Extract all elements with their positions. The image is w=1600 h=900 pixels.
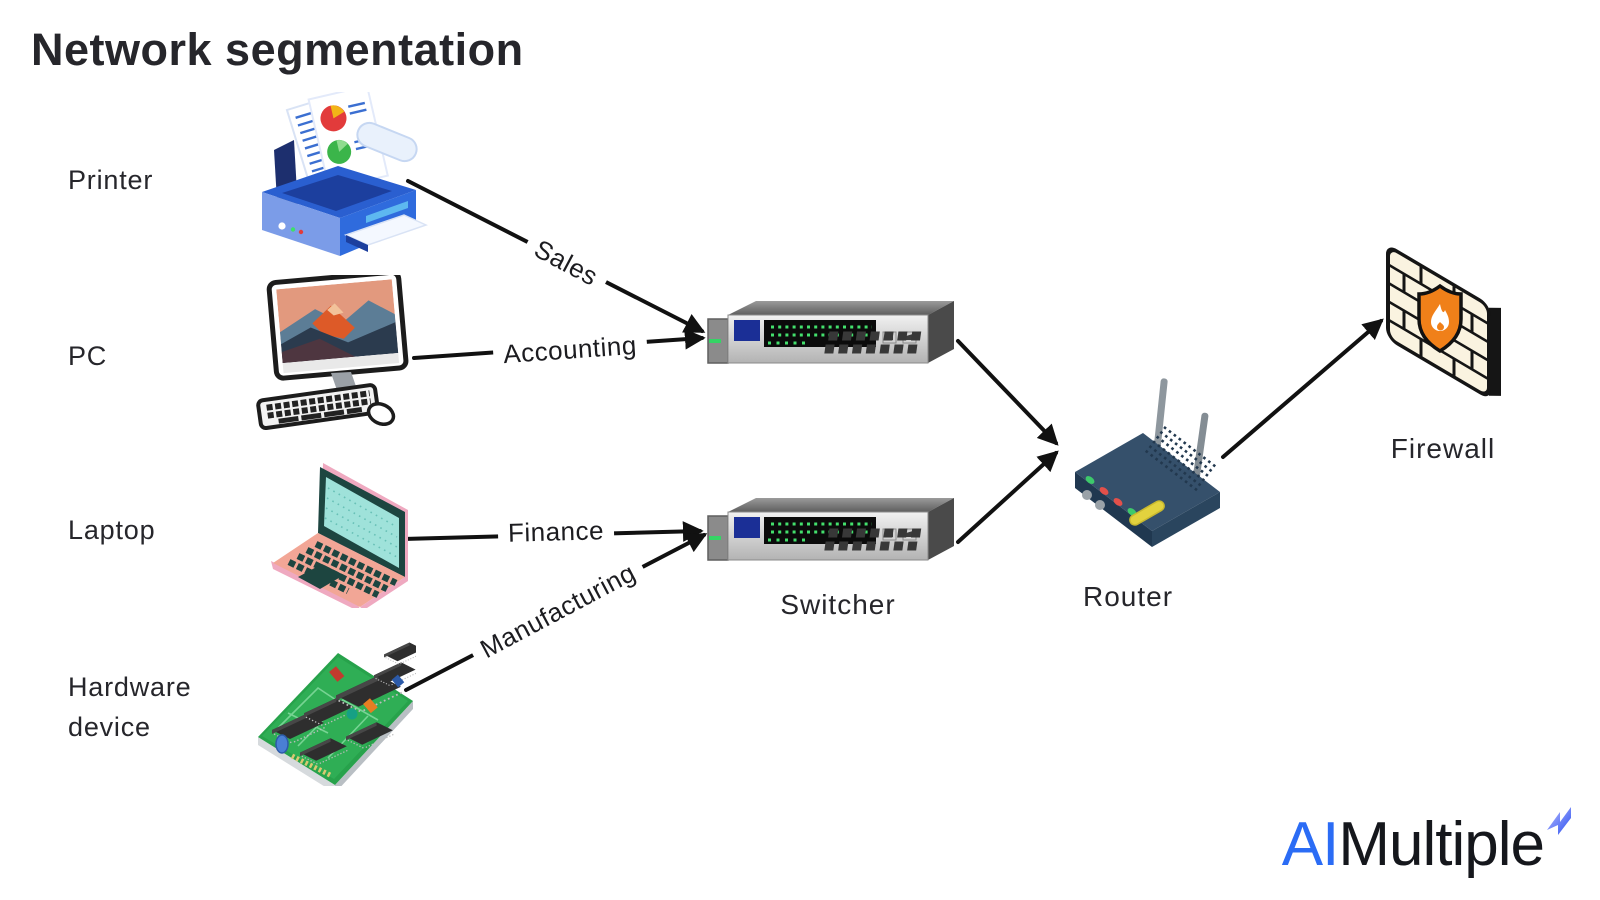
device-label-printer: Printer	[68, 165, 154, 195]
pc-icon	[256, 275, 409, 430]
aimultiple-logo: AIMultiple	[1281, 807, 1574, 880]
hardware-device-icon	[258, 641, 416, 786]
arrow-switch2-router	[956, 450, 1059, 544]
connection-label-accounting: Accounting	[492, 328, 648, 372]
switcher-label: Switcher	[780, 589, 896, 620]
device-label-pc: PC	[68, 341, 108, 371]
connection-label-sales: Sales	[519, 227, 613, 299]
device-label-laptop: Laptop	[68, 515, 156, 545]
switch-icon-1	[706, 299, 956, 369]
router-label: Router	[1082, 581, 1174, 612]
diagram-title: Network segmentation	[31, 24, 524, 75]
switch-icon-2	[706, 496, 956, 566]
firewall-label: Firewall	[1390, 433, 1496, 464]
device-label-hardware-device: Hardware device	[68, 672, 192, 742]
logo-mark-icon	[1547, 807, 1571, 835]
arrow-switch1-router	[956, 339, 1059, 446]
router-icon	[1075, 378, 1220, 547]
connection-label-manufacturing: Manufacturing	[465, 551, 651, 671]
firewall-icon	[1386, 247, 1501, 397]
arrow-router-firewall	[1221, 318, 1384, 459]
logo-multiple-text: Multiple	[1338, 810, 1545, 879]
laptop-icon	[271, 463, 408, 608]
printer-icon	[262, 92, 428, 256]
connection-label-finance: Finance	[497, 513, 615, 551]
logo-ai-text: AI	[1281, 810, 1340, 879]
